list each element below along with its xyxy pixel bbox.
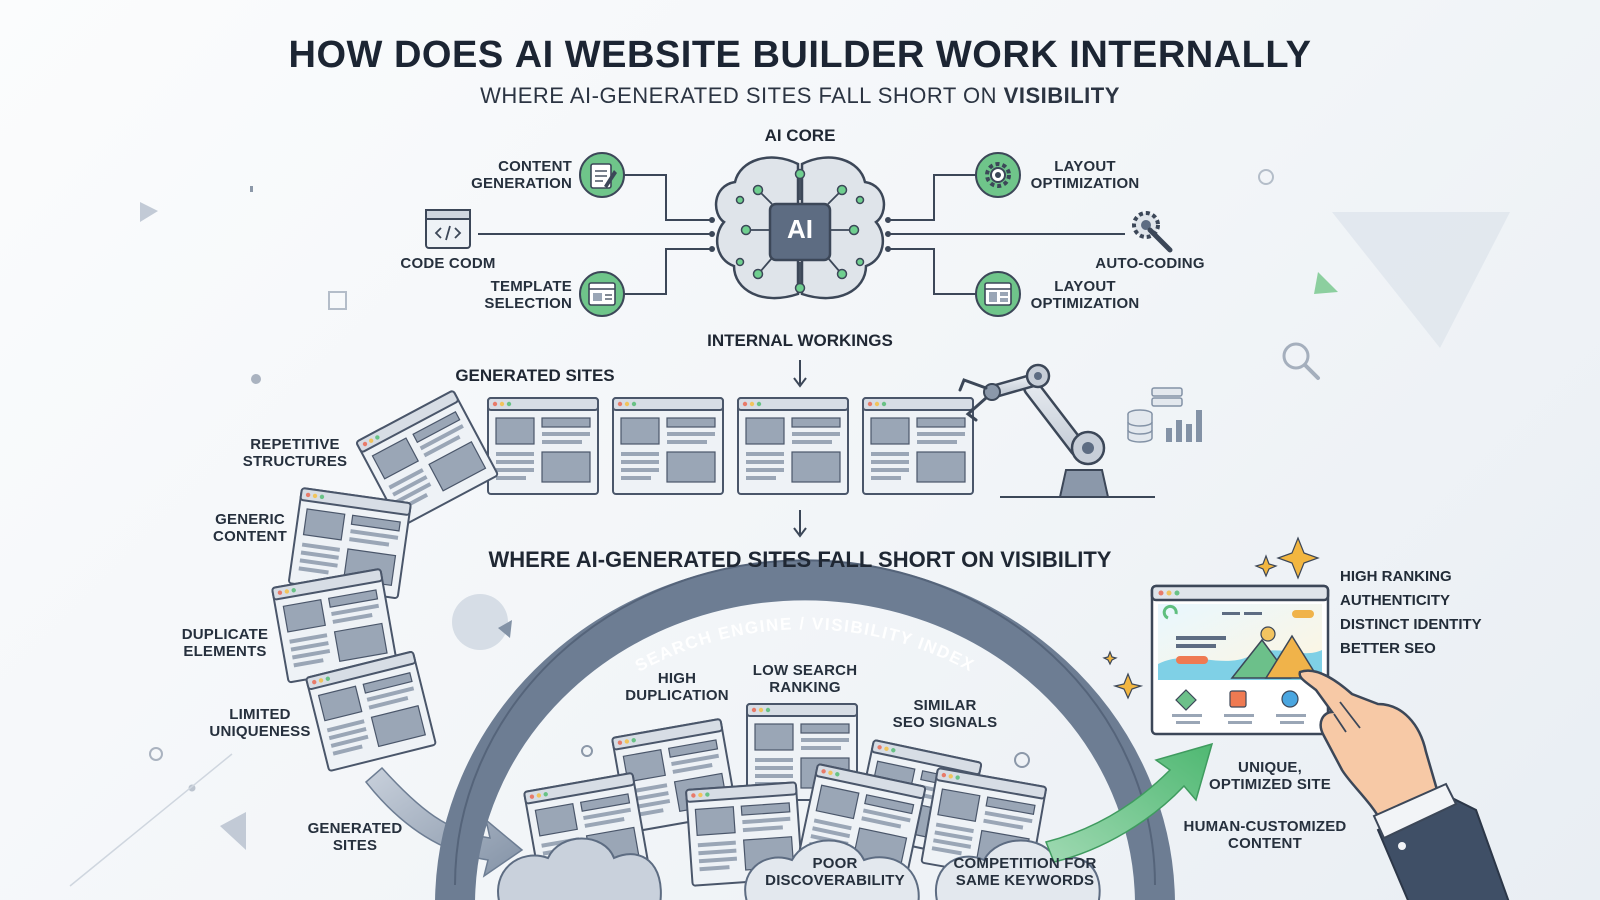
gear-icon	[975, 152, 1021, 198]
core-connectors	[478, 174, 1125, 295]
background-decor	[69, 169, 1510, 887]
sparkle-icon	[1102, 536, 1320, 700]
magnifier-icon	[1282, 342, 1320, 380]
database-chart-icon	[1127, 387, 1202, 443]
layout-icon	[975, 271, 1021, 317]
internal-workings-label: INTERNAL WORKINGS	[707, 331, 893, 350]
benefit-item: BETTER SEO	[1340, 640, 1436, 657]
generated-sites-heading: GENERATED SITES	[455, 366, 615, 385]
benefit-item: AUTHENTICITY	[1340, 592, 1450, 609]
code-icon	[425, 209, 471, 249]
auto-coding-label: AUTO-CODING	[1095, 255, 1205, 272]
pointing-hand-icon	[1298, 669, 1510, 900]
page-title: HOW DOES AI WEBSITE BUILDER WORK INTERNA…	[288, 34, 1312, 76]
visibility-heading: WHERE AI-GENERATED SITES FALL SHORT ON V…	[488, 547, 1112, 572]
template-icon	[579, 271, 625, 317]
document-edit-icon	[579, 152, 625, 198]
unique-optimized-site-label: UNIQUE,OPTIMIZED SITE	[1209, 759, 1331, 793]
optimized-site-window	[1150, 584, 1330, 736]
code-codm-label: CODE CODM	[400, 255, 496, 272]
flow-arrows	[793, 360, 807, 538]
curved-flow-arrow	[364, 766, 524, 878]
green-arrow-icon	[1044, 742, 1214, 863]
ai-core-label: AI CORE	[764, 126, 836, 145]
benefit-item: DISTINCT IDENTITY	[1340, 616, 1482, 633]
wrench-gear-icon	[1132, 211, 1173, 253]
ai-chip-label: AI	[787, 214, 813, 244]
benefit-item: HIGH RANKING	[1340, 568, 1452, 585]
visibility-index-arc	[435, 559, 1175, 900]
brain-icon	[714, 156, 886, 300]
robot-arm-icon	[958, 363, 1155, 498]
benefits-list: HIGH RANKING AUTHENTICITY DISTINCT IDENT…	[1340, 565, 1520, 661]
pile-clouds	[497, 837, 1101, 900]
page-subtitle: WHERE AI-GENERATED SITES FALL SHORT ON V…	[480, 83, 1120, 108]
